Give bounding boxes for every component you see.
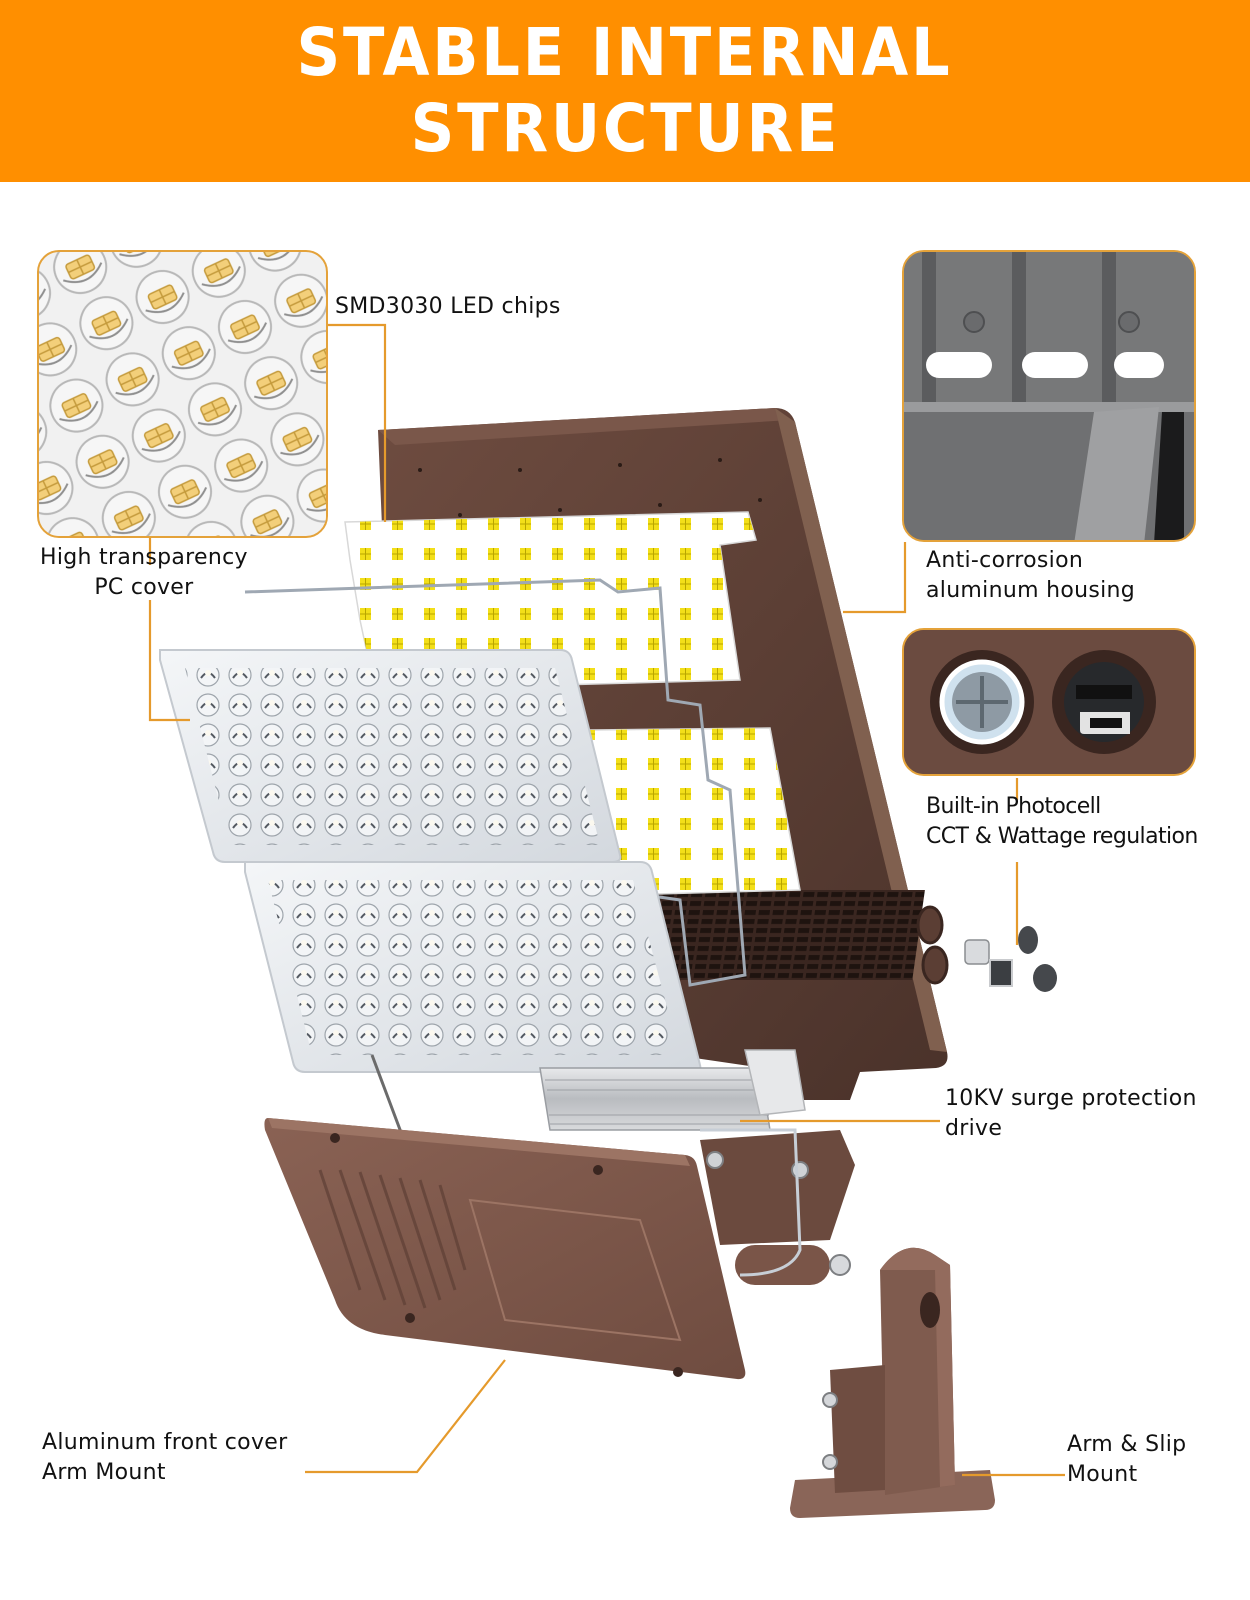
callout-slip-mount: Arm & Slip Mount xyxy=(1067,1432,1187,1487)
aluminum-front-cover xyxy=(264,1118,746,1380)
callout-surge-drive: 10KV surge protection drive xyxy=(945,1086,1197,1141)
pc-lens-panel-lower xyxy=(244,861,702,1073)
title-line-1: STABLE INTERNAL xyxy=(297,14,953,91)
callout-pc-cover: High transparency PC cover xyxy=(40,545,248,600)
callout-photocell: Built-in Photocell CCT & Wattage regulat… xyxy=(926,794,1198,849)
photocell-sensor-icon xyxy=(904,630,1194,774)
title-line-2: STRUCTURE xyxy=(410,90,840,167)
photocell-accessories xyxy=(964,926,1057,992)
led-pcb-lower xyxy=(589,727,801,896)
pc-lens-panel-upper xyxy=(159,649,622,863)
lens-closeup-frame xyxy=(37,250,328,538)
cable xyxy=(370,1054,404,1136)
housing-closeup-frame xyxy=(902,250,1196,542)
callout-front-cover: Aluminum front cover Arm Mount xyxy=(42,1430,288,1485)
title-banner: STABLE INTERNAL STRUCTURE xyxy=(0,0,1250,182)
surge-protection-driver xyxy=(539,1049,806,1131)
led-lens-array-icon xyxy=(39,252,326,536)
leader-lines xyxy=(148,323,1065,1477)
silicone-gasket xyxy=(244,578,747,987)
callout-housing: Anti-corrosion aluminum housing xyxy=(926,548,1136,603)
callout-led-chips: SMD3030 LED chips xyxy=(335,294,561,319)
led-pcb-upper xyxy=(344,511,757,691)
photocell-closeup-frame xyxy=(902,628,1196,776)
aluminum-fins-icon xyxy=(904,252,1194,540)
arm-slip-mount xyxy=(790,1247,995,1518)
knuckle-bracket xyxy=(700,1128,855,1285)
